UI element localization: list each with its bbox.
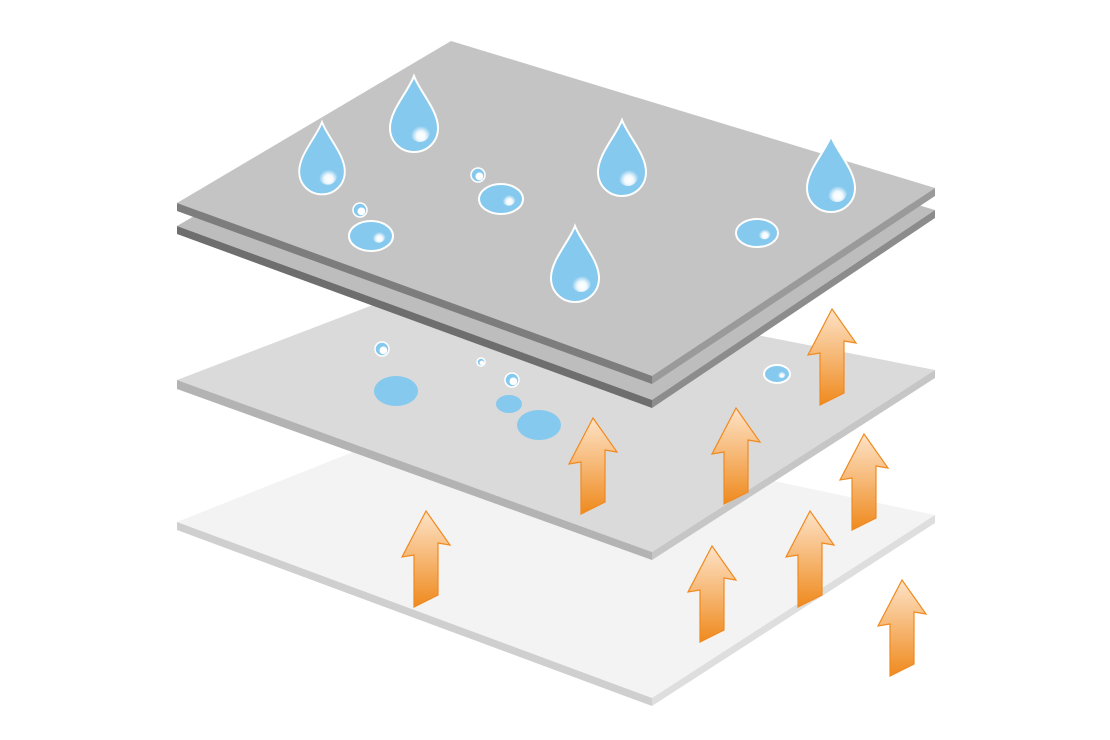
small-bubble-highlight — [475, 172, 484, 181]
water-droplet — [735, 218, 779, 248]
water-droplet — [374, 376, 418, 406]
water-droplet — [478, 183, 524, 215]
bottom-layer-front-edge — [177, 522, 652, 706]
water-droplet — [348, 220, 394, 252]
arrow-up-icon — [877, 579, 927, 677]
top-layer-lower-front-edge — [177, 226, 652, 408]
top-layer-upper-side-edge — [652, 188, 935, 384]
small-bubble-highlight — [357, 207, 366, 216]
small-bubble-highlight — [509, 377, 518, 386]
small-bubble-highlight — [479, 360, 484, 365]
top-layer — [177, 41, 935, 408]
small-bubble-highlight — [379, 346, 388, 355]
bottom-layer-side-edge — [652, 515, 935, 706]
top-layer-upper-sheet — [177, 41, 935, 376]
top-layer-lower-side-edge — [652, 210, 935, 408]
middle-layer-side-edge — [652, 370, 935, 560]
water-droplet — [517, 410, 561, 440]
water-droplet — [763, 364, 791, 384]
middle-layer-front-edge — [177, 380, 652, 560]
top-layer-water — [298, 75, 856, 303]
water-droplet — [496, 395, 522, 413]
water-drop-icon — [806, 135, 856, 213]
top-layer-upper-front-edge — [177, 203, 652, 384]
middle-layer-droplets — [374, 341, 791, 440]
